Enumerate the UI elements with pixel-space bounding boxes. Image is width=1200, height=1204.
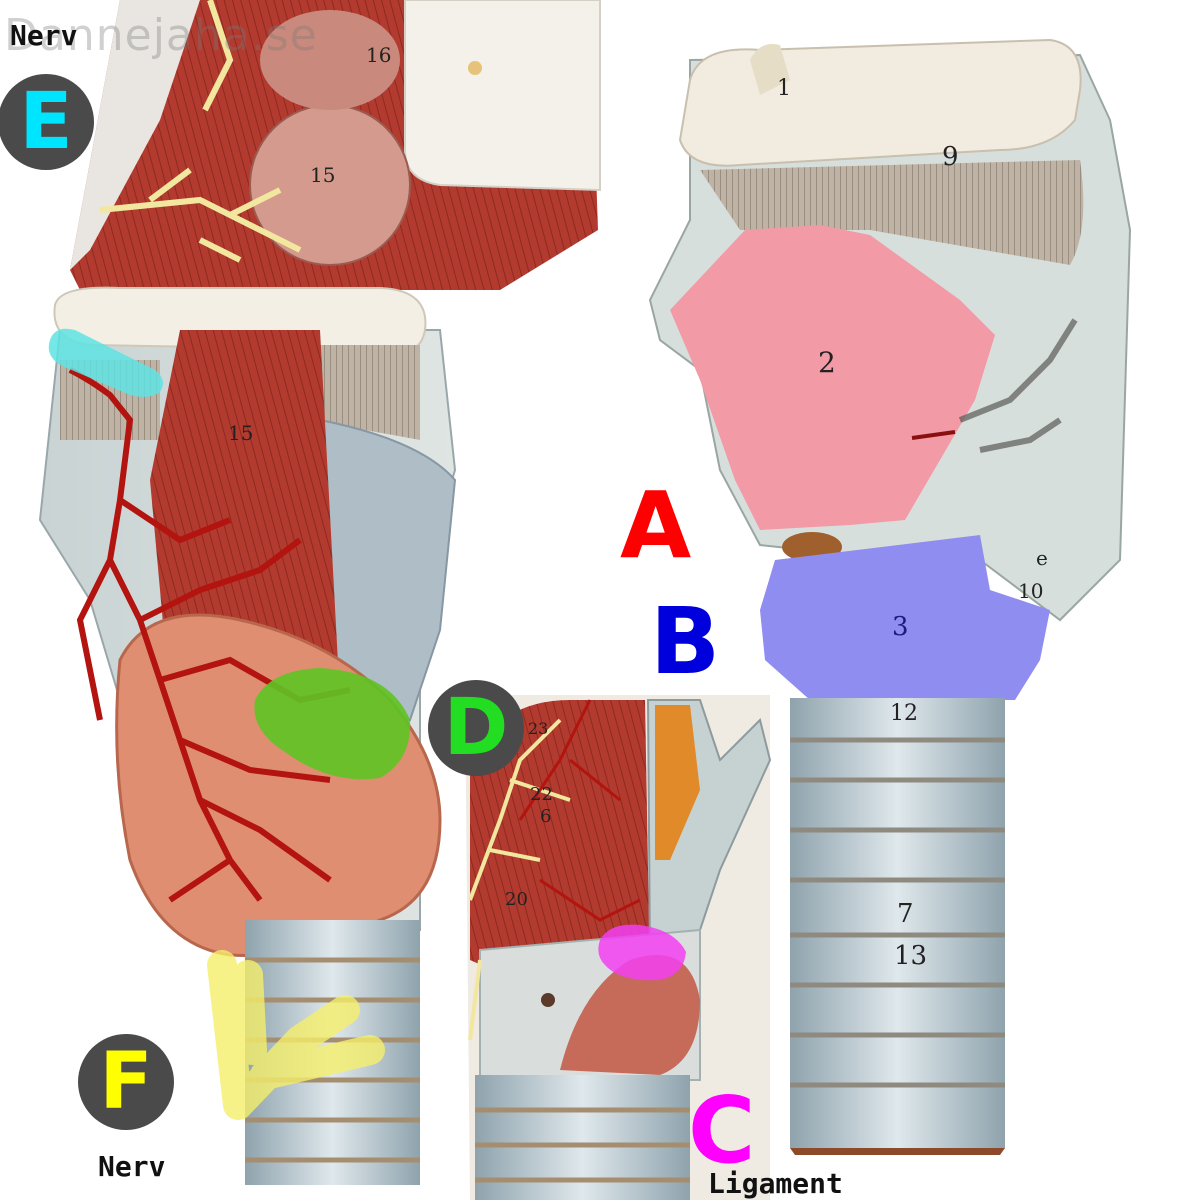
label-f-disc: F [78, 1034, 174, 1130]
block-hole-shape [468, 61, 482, 75]
model-number-23: 23 [528, 719, 548, 738]
model-number-1: 1 [777, 76, 791, 101]
model-number-15-left: 15 [228, 421, 253, 445]
pointer-line [911, 430, 956, 440]
marker-strokes [958, 318, 1078, 453]
model-number-22: 22 [530, 784, 553, 805]
model-number-12: 12 [890, 701, 918, 726]
label-c: C [688, 1077, 756, 1184]
middle-orange-strip-shape [655, 705, 700, 860]
caption-nerv-bottom: Nerv [98, 1150, 166, 1183]
model-number-15-top: 15 [310, 163, 335, 187]
label-b: B [650, 588, 721, 695]
model-number-9: 9 [942, 142, 959, 172]
white-model-block [404, 0, 601, 192]
model-number-labels: 1 9 2 3 10 e 12 7 13 15 15 16 6 20 22 23 [228, 43, 1048, 971]
middle-artery-lines [518, 699, 641, 922]
caption-nerv-top: Nerv [10, 19, 78, 52]
left-cricoid-plate-shape [319, 418, 457, 722]
caption-ligament: Ligament [708, 1167, 843, 1200]
label-d-disc: D [428, 680, 524, 776]
middle-trachea-rings [475, 1075, 690, 1200]
upper-gland-shape-2 [260, 10, 400, 110]
model-letter-e: e [1036, 546, 1048, 570]
right-photo [648, 38, 1132, 1155]
highlight-a-shape [670, 225, 995, 530]
right-hyoid-shape [678, 38, 1082, 167]
right-hyoid-horn-shape [750, 44, 790, 95]
watermark: Dannejaha.se [4, 10, 318, 61]
model-number-2: 2 [818, 346, 836, 379]
model-number-3: 3 [892, 612, 909, 642]
left-muscle-15-shape [150, 330, 340, 700]
model-number-13: 13 [894, 941, 927, 971]
middle-nerve-lines [468, 718, 571, 1041]
highlight-b-shape [760, 535, 1050, 700]
right-membrane-shape [700, 160, 1084, 265]
right-trachea-rings [790, 698, 1005, 1155]
model-number-10: 10 [1018, 579, 1043, 603]
middle-lower-muscle-shape [560, 955, 700, 1075]
middle-hole-shape [541, 993, 555, 1007]
model-number-16: 16 [366, 43, 391, 67]
left-photo [38, 0, 601, 1185]
model-number-20: 20 [505, 889, 528, 910]
highlight-d-shape [254, 668, 411, 780]
left-artery-lines [68, 367, 351, 903]
upper-nerve-lines [99, 0, 302, 263]
highlight-c-shape [598, 924, 686, 981]
left-membrane-shape-2 [310, 345, 420, 440]
label-e-disc: E [0, 74, 94, 170]
model-number-7: 7 [897, 899, 914, 929]
label-a: A [620, 472, 692, 579]
highlight-e-shape [48, 328, 164, 397]
highlight-f-shape [207, 950, 385, 1120]
model-number-6: 6 [540, 806, 551, 827]
background-gap-shape [70, 0, 200, 270]
